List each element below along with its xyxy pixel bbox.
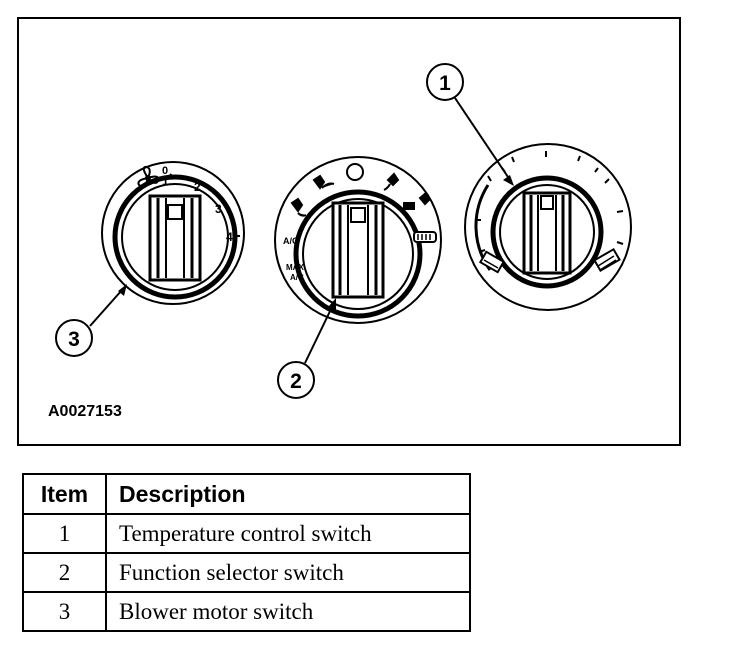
row-item: 3 [22,591,107,632]
hot-bar-icon [593,247,621,273]
blower-label-1: 1 [162,174,169,188]
table-row: 1 Temperature control switch [22,513,471,554]
floor-icon [383,172,400,191]
off-icon [346,163,364,181]
table-row: 3 Blower motor switch [22,591,471,632]
defrost-icon [413,231,437,243]
blower-label-0: 0 [162,165,168,177]
hvac-control-diagram: 0 1 2 3 4 A/C MAX A/C [17,17,681,446]
row-description: Function selector switch [105,552,471,593]
callout-3-label: 3 [68,328,80,351]
callout-2-arrow [304,304,334,364]
row-item: 2 [22,552,107,593]
temperature-knob-grip [522,191,572,275]
function-selector-switch: A/C MAX A/C [274,156,442,324]
function-label-max-ac-2: A/C [290,273,304,282]
blower-knob-grip [148,194,202,282]
callout-1-arrow [454,97,511,181]
legend-table: Item Description 1 Temperature control s… [22,473,471,632]
header-description: Description [105,473,471,515]
callout-3-arrow [89,289,123,327]
callout-1-arrowhead [503,175,514,186]
floor-defrost-icon [403,191,432,210]
blower-label-4: 4 [226,230,233,244]
row-description: Blower motor switch [105,591,471,632]
callout-2: 2 [277,298,336,399]
fan-icon [137,165,160,188]
callout-2-label: 2 [290,370,302,393]
function-knob-grip [331,201,385,299]
figure-code: A0027153 [48,403,122,420]
callout-3: 3 [55,284,127,357]
blower-tick-marks [169,173,240,237]
blower-label-2: 2 [194,180,201,194]
function-label-max-ac-1: MAX [286,263,304,272]
callout-1-label: 1 [439,72,451,95]
panel-floor-icon [290,197,307,217]
row-item: 1 [22,513,107,554]
callout-3-arrowhead [118,284,127,296]
header-item: Item [22,473,107,515]
callout-2-arrowhead [329,298,336,310]
blower-motor-switch: 0 1 2 3 4 [101,161,245,305]
row-description: Temperature control switch [105,513,471,554]
panel-vent-icon [312,174,335,190]
blower-label-3: 3 [215,202,222,216]
table-header-row: Item Description [22,473,471,515]
table-row: 2 Function selector switch [22,552,471,593]
temperature-control-switch [464,143,632,311]
cold-bar-icon [478,250,506,274]
callout-1: 1 [426,63,514,186]
function-label-ac: A/C [283,236,299,246]
